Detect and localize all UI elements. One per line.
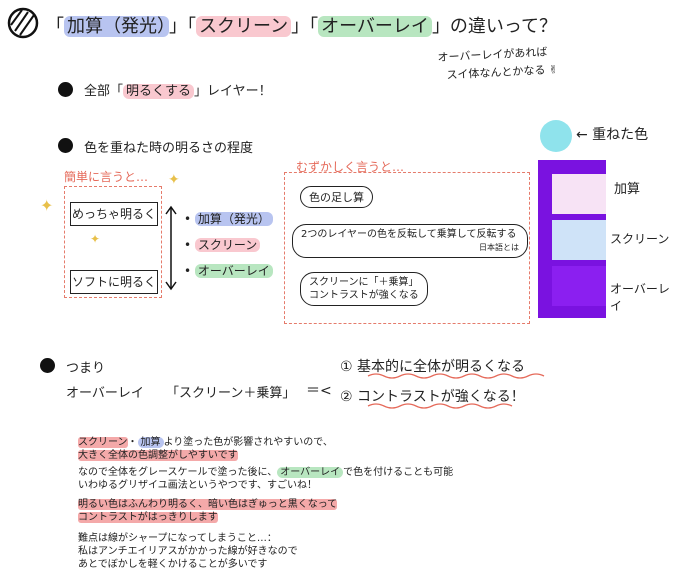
bubble-screen-line1: 2つのレイヤーの色を反転して乗算して反転する	[301, 229, 517, 240]
overlay-sample-panel	[538, 160, 606, 318]
swatch-label: ← 重ねた色	[576, 127, 649, 143]
hatched-circle-icon	[7, 7, 39, 39]
mode-add-label: 加算（発光）	[194, 212, 273, 226]
swatch-row-screen: スクリーン	[610, 232, 670, 246]
para3-line2: コントラストがはっきりします	[78, 511, 337, 524]
bright-box: めっちゃ明るく	[70, 202, 158, 226]
bubble-add-text: 色の足し算	[309, 191, 364, 204]
paragraph-2: なので全体をグレースケールで塗った後に、オーバーレイで色を付けることも可能 いわ…	[78, 466, 453, 492]
para2-overlay: オーバーレイ	[277, 467, 344, 478]
mode-overlay: • オーバーレイ	[184, 258, 273, 284]
title-screen: スクリーン	[196, 16, 292, 37]
point-2: ② コントラストが強くなる！	[340, 389, 525, 405]
para3-line1: 明るい色はふんわり明るく、暗い色はぎゅっと黒くなって	[78, 498, 338, 511]
mode-screen: • スクリーン	[184, 232, 273, 258]
title-open: 「	[46, 16, 64, 37]
add-sample-cell	[552, 174, 606, 214]
hard-label: むずかしく言うと…	[296, 160, 405, 174]
title-sep1: 」「	[169, 16, 196, 37]
para1-screen: スクリーン	[78, 437, 128, 448]
para1-line1: スクリーン・加算より塗った色が影響されやすいので、	[78, 436, 333, 449]
overlay-sample-cell	[552, 266, 606, 306]
para2-line1: なので全体をグレースケールで塗った後に、オーバーレイで色を付けることも可能	[78, 466, 453, 479]
bubble-screen-line2: 日本語とは	[479, 243, 519, 252]
bullet-1	[58, 82, 73, 97]
bubble-overlay-line2: コントラストが強くなる	[309, 290, 419, 301]
sec1-pre: 全部「	[84, 84, 124, 99]
equals-sign: ＝<	[306, 383, 332, 399]
section1-text: 全部「明るくする」レイヤー！	[84, 80, 272, 99]
paragraph-4: 難点は線がシャープになってしまうこと…： 私はアンチエイリアスがかかった線が好き…	[78, 532, 298, 571]
swatch-row-overlay: オーバーレイ	[610, 282, 670, 313]
sparkle-icon: ✦	[168, 172, 180, 188]
point-1: ① 基本的に全体が明るくなる	[340, 359, 526, 375]
base-color-swatch	[540, 120, 572, 152]
para4-line2: 私はアンチエイリアスがかかった線が好きなので	[78, 546, 298, 557]
swatch-row-add: 加算	[614, 182, 641, 197]
formula-left: オーバーレイ	[66, 386, 144, 401]
sparkle-icon: ✦	[90, 232, 101, 246]
para3-line1-text: 明るい色はふんわり明るく、暗い色はぎゅっと黒くなって	[78, 499, 338, 510]
sparkle-icon: ✦	[40, 196, 54, 215]
screen-sample-cell	[552, 220, 606, 260]
title-add: 加算（発光）	[64, 16, 169, 37]
mode-overlay-label: オーバーレイ	[194, 264, 273, 278]
paragraph-1: スクリーン・加算より塗った色が影響されやすいので、 大きく全体の色調整がしやすい…	[78, 436, 333, 462]
sec1-word: 明るくする	[123, 84, 195, 99]
bullet-3	[40, 358, 55, 373]
title-overlay: オーバーレイ	[318, 16, 432, 37]
paragraph-3: 明るい色はふんわり明るく、暗い色はぎゅっと黒くなって コントラストがはっきりしま…	[78, 498, 338, 524]
para1-line2: 大きく全体の色調整がしやすいです	[78, 449, 333, 462]
bubble-overlay-line1: スクリーンに「＋乗算」	[309, 277, 419, 288]
bubble-screen: 2つのレイヤーの色を反転して乗算して反転する 日本語とは	[292, 224, 528, 258]
para1-line2-text: 大きく全体の色調整がしやすいです	[78, 450, 238, 461]
para2-pre: なので全体をグレースケールで塗った後に、	[78, 467, 278, 478]
para1-sep: ・	[127, 437, 138, 448]
formula-right: 「スクリーン＋乗算」	[166, 386, 296, 401]
sec1-post: 」レイヤー！	[194, 84, 272, 99]
hard-dashed-box	[284, 172, 530, 324]
top-note: オーバーレイがあれば スイ体なんとかなる ✌	[437, 43, 558, 85]
wavy-underline-2	[367, 403, 513, 409]
para4-line3: あとでぼかしを軽くかけることが多いです	[78, 559, 268, 570]
title-sep2: 」「	[291, 16, 319, 37]
bubble-overlay: スクリーンに「＋乗算」 コントラストが強くなる	[300, 272, 428, 306]
up-down-arrow-icon	[165, 205, 177, 291]
title-close: 」の違いって？	[431, 16, 558, 37]
bullet-2	[58, 138, 73, 153]
page-title: 「加算（発光）」「スクリーン」「オーバーレイ」の違いって？	[46, 12, 557, 38]
para3-line2-text: コントラストがはっきりします	[78, 512, 218, 523]
simple-label: 簡単に言うと…	[64, 170, 149, 184]
para1-rest: より塗った色が影響されやすいので、	[163, 437, 333, 448]
mode-screen-label: スクリーン	[194, 238, 261, 252]
mode-list: • 加算（発光） • スクリーン • オーバーレイ	[184, 206, 273, 284]
simple-dashed-box	[64, 186, 162, 298]
section2-heading: 色を重ねた時の明るさの程度	[84, 141, 254, 156]
bubble-add: 色の足し算	[300, 186, 373, 208]
wavy-underline-1	[367, 373, 545, 379]
soft-box: ソフトに明るく	[70, 270, 158, 294]
section3-heading: つまり	[66, 361, 106, 376]
para2-post: で色を付けることも可能	[343, 467, 454, 478]
mode-add: • 加算（発光）	[184, 206, 273, 232]
para1-add: 加算	[137, 437, 164, 448]
para4-line1: 難点は線がシャープになってしまうこと…：	[78, 533, 277, 544]
para2-line2: いわゆるグリザイユ画法というやつです、すごいね！	[78, 480, 317, 491]
